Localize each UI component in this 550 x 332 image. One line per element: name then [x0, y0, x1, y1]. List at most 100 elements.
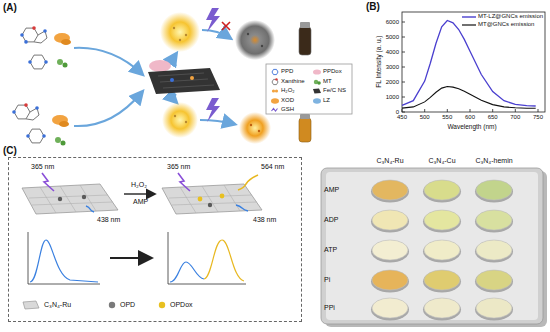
- opd-icon: [109, 302, 115, 308]
- node-text: 438 nm: [253, 216, 276, 224]
- node-text: ADP: [324, 216, 338, 224]
- legend-text: MT@GNCs emission: [478, 21, 534, 28]
- panel-letter: (C): [3, 145, 17, 156]
- legend-sample: [271, 87, 279, 95]
- well: [476, 298, 512, 318]
- axis-tick: 5000: [386, 34, 399, 41]
- node-text: 365 nm: [167, 163, 190, 171]
- legend-text: PPD: [281, 68, 293, 75]
- node-text: C₃N₄-hemin: [475, 157, 512, 165]
- well-rim: [371, 241, 409, 263]
- well: [476, 240, 512, 260]
- legend-text: XOD: [281, 97, 294, 104]
- node-text: ATP: [324, 246, 337, 254]
- nanosheet-icon: [23, 301, 39, 309]
- axis-tick: 450: [397, 114, 407, 121]
- well-rim: [475, 271, 513, 293]
- legend-sample: [22, 300, 40, 310]
- well-rim: [475, 181, 513, 203]
- legend-sample: [108, 300, 117, 310]
- well-plate: C₃N₄-Ru C₃N₄-Cu C₃N₄-heminAMP ADP ATP PiPPi: [318, 156, 548, 328]
- node-text: C₃N₄-Cu: [428, 157, 455, 165]
- legend-sample: [313, 68, 321, 76]
- h2o2-icon: [272, 89, 275, 92]
- legend-line: [462, 24, 476, 25]
- well-rim: [371, 211, 409, 233]
- well: [424, 210, 460, 230]
- legend-text: OPDox: [170, 301, 193, 309]
- axis-tick: 4000: [386, 49, 399, 56]
- legend-text: LZ: [323, 97, 330, 104]
- node-text: Pi: [324, 276, 330, 284]
- lz-icon: [313, 98, 321, 104]
- gsh-icon: [272, 109, 278, 112]
- node-text: 564 nm: [261, 163, 284, 171]
- legend-sample: [313, 87, 321, 95]
- node-text: 438 nm: [97, 216, 120, 224]
- well: [372, 210, 408, 230]
- axis-tick: 700: [510, 114, 520, 121]
- axis-tick: 750: [533, 114, 543, 121]
- opdox-icon: [159, 302, 165, 308]
- well: [372, 270, 408, 290]
- legend-text: C₃N₄-Ru: [44, 301, 71, 309]
- well-rim: [423, 181, 461, 203]
- well: [424, 298, 460, 318]
- plate-top: [326, 172, 538, 320]
- node-text: AMP: [324, 186, 339, 194]
- node-text: PPi: [324, 304, 335, 312]
- legend-text: Xanthine: [281, 78, 305, 85]
- ppd-icon: [272, 69, 278, 74]
- legend-sample: [313, 78, 321, 86]
- legend-sample: [462, 23, 476, 27]
- legend-sample: [271, 68, 279, 76]
- well-rim: [475, 241, 513, 263]
- legend-sample: [271, 78, 279, 86]
- well: [372, 298, 408, 318]
- panel-c-art: [22, 173, 262, 284]
- node-text: 365 nm: [31, 163, 54, 171]
- axis-tick: 550: [442, 114, 452, 121]
- well: [476, 210, 512, 230]
- axis-tick: 650: [488, 114, 498, 121]
- legend-sample: [271, 106, 279, 114]
- legend-text: Fe/C NS: [323, 87, 346, 94]
- well-rim: [423, 211, 461, 233]
- legend-text: OPD: [120, 301, 135, 309]
- well: [476, 270, 512, 290]
- plate-shadow: [325, 171, 547, 327]
- legend-text: GSH: [281, 106, 294, 113]
- well-rim: [423, 299, 461, 321]
- node-text: C₃N₄-Ru: [376, 157, 403, 165]
- ppdox-icon: [313, 69, 321, 74]
- legend-line: [462, 16, 476, 17]
- axis-tick: 600: [465, 114, 475, 121]
- mt-icon: [317, 81, 321, 85]
- legend-text: MT: [323, 78, 332, 85]
- legend-sample: [313, 97, 321, 105]
- xod-icon: [271, 98, 279, 104]
- well-rim: [423, 271, 461, 293]
- legend-sample: [462, 15, 476, 19]
- panel-a-art: [12, 8, 352, 146]
- well-rim: [371, 299, 409, 321]
- panel-letter: (B): [366, 1, 380, 12]
- plate-outline: [318, 156, 548, 328]
- h2o2-icon: [275, 89, 278, 92]
- legend-sample: [158, 300, 167, 310]
- well-rim: [371, 271, 409, 293]
- node-text: H₂O₂: [131, 181, 147, 189]
- node-text: AMP: [133, 198, 148, 206]
- plate-body: [321, 168, 543, 324]
- axis-tick: 1000: [386, 94, 399, 101]
- well: [424, 180, 460, 200]
- axis-tick: 3000: [386, 64, 399, 71]
- well-rim: [423, 241, 461, 263]
- axis-title: Wavelength (nm): [447, 123, 496, 130]
- well: [424, 240, 460, 260]
- well: [424, 270, 460, 290]
- nanosheet-icon: [313, 89, 321, 94]
- legend-text: PPDox: [323, 68, 342, 75]
- well-rim: [475, 299, 513, 321]
